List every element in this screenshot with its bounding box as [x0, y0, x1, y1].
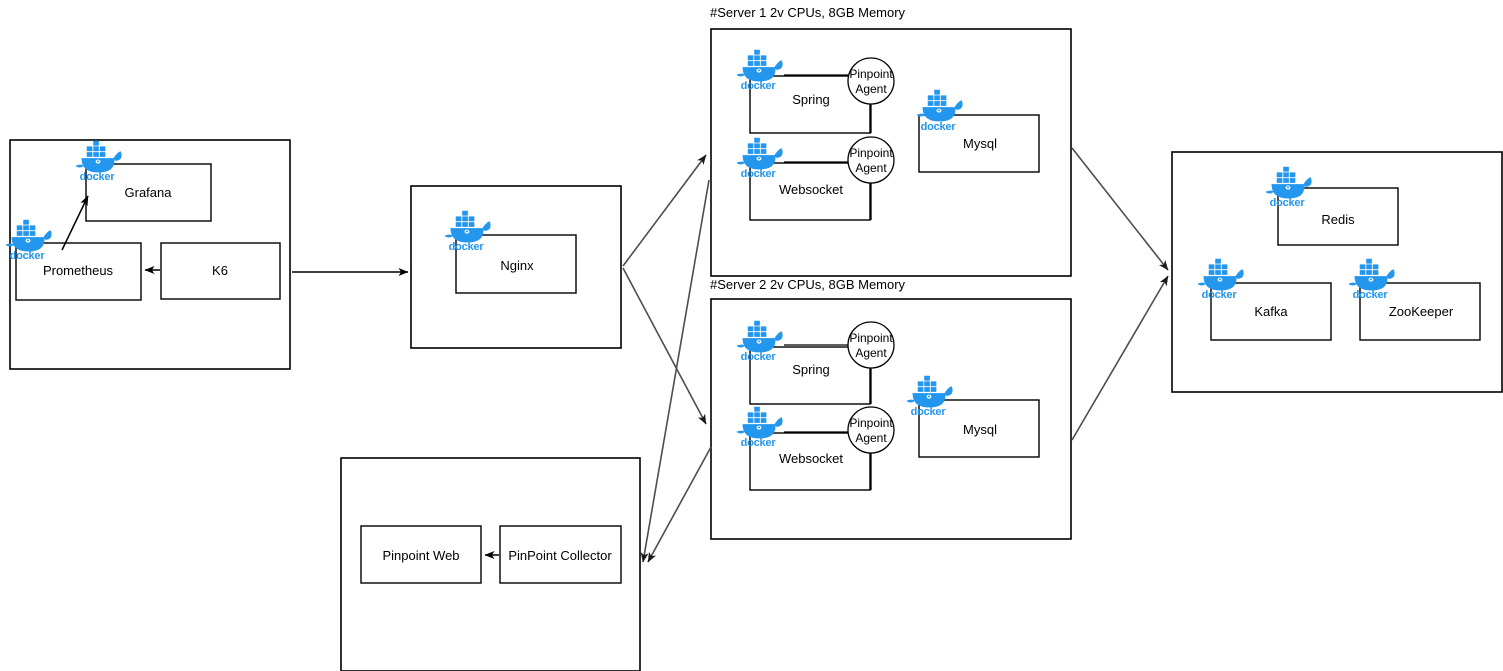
- agent-2a-label-line1: Pinpoint: [849, 331, 893, 345]
- zookeeper-box[interactable]: [1359, 282, 1481, 341]
- docker-icon: docker: [5, 219, 52, 262]
- redis-label: Redis: [1321, 212, 1355, 227]
- kafka-label: Kafka: [1254, 304, 1288, 319]
- node-mysql-1[interactable]: Mysql docker: [916, 89, 1040, 173]
- nginx-label: Nginx: [500, 258, 534, 273]
- pinpoint-web-box[interactable]: [360, 525, 482, 584]
- server1-header: #Server 1 2v CPUs, 8GB Memory: [710, 5, 906, 20]
- k6-box[interactable]: [160, 242, 281, 300]
- node-prometheus[interactable]: Prometheus docker: [5, 219, 142, 301]
- grafana-label: Grafana: [125, 185, 173, 200]
- docker-wordmark: docker: [1353, 289, 1389, 301]
- nginx-box[interactable]: [455, 234, 577, 294]
- agent-1b-circle[interactable]: [847, 136, 895, 184]
- agent-1a-circle[interactable]: [847, 57, 895, 105]
- docker-wordmark: docker: [741, 168, 777, 180]
- docker-wordmark: docker: [741, 351, 777, 363]
- docker-wordmark: docker: [741, 80, 777, 92]
- pinpoint-collector-label: PinPoint Collector: [508, 548, 612, 563]
- docker-wordmark: docker: [921, 121, 957, 133]
- edge-nginx-to-server2: [622, 267, 707, 425]
- agent-1a-label-line2: Agent: [855, 82, 887, 96]
- websocket-1-label: Websocket: [779, 182, 843, 197]
- kafka-box[interactable]: [1210, 282, 1332, 341]
- docker-icon: docker: [736, 137, 783, 180]
- zookeeper-label: ZooKeeper: [1389, 304, 1454, 319]
- agent-2a-label-line2: Agent: [855, 346, 887, 360]
- node-pinpoint-web[interactable]: Pinpoint Web: [360, 525, 482, 584]
- mysql-2-label: Mysql: [963, 422, 997, 437]
- mysql-2-box[interactable]: [918, 399, 1040, 458]
- node-websocket-2[interactable]: Websocket docker: [736, 406, 871, 491]
- docker-icon: docker: [916, 89, 963, 133]
- node-zookeeper[interactable]: ZooKeeper docker: [1348, 258, 1481, 341]
- pinpoint-agent-1a[interactable]: Pinpoint Agent: [847, 57, 895, 105]
- docker-icon: docker: [1265, 166, 1312, 209]
- spring-2-label: Spring: [792, 362, 830, 377]
- spring-1-label: Spring: [792, 92, 830, 107]
- docker-icon: docker: [444, 210, 491, 253]
- pinpoint-web-label: Pinpoint Web: [382, 548, 459, 563]
- prometheus-label: Prometheus: [43, 263, 114, 278]
- node-spring-2[interactable]: Spring docker: [736, 320, 871, 405]
- k6-label: K6: [212, 263, 228, 278]
- websocket-2-box[interactable]: [749, 432, 871, 491]
- server2-header: #Server 2 2v CPUs, 8GB Memory: [710, 277, 906, 292]
- grafana-box[interactable]: [85, 163, 212, 222]
- node-k6[interactable]: K6: [160, 242, 281, 300]
- proxy-group: Nginx docker: [410, 185, 622, 349]
- pinpoint-group: Pinpoint Web PinPoint Collector: [340, 457, 641, 671]
- node-pinpoint-collector[interactable]: PinPoint Collector: [499, 525, 622, 584]
- docker-icon: docker: [1348, 258, 1395, 301]
- prometheus-box[interactable]: [15, 242, 142, 301]
- edge-server2-to-pinpoint: [647, 446, 712, 563]
- node-kafka[interactable]: Kafka docker: [1197, 258, 1332, 341]
- docker-wordmark: docker: [449, 241, 485, 253]
- pinpoint-collector-box[interactable]: [499, 525, 622, 584]
- node-grafana[interactable]: Grafana docker: [75, 140, 212, 222]
- monitoring-group: Grafana docker Prometheus docker K6: [5, 139, 291, 370]
- docker-wordmark: docker: [10, 250, 46, 262]
- websocket-1-box[interactable]: [749, 162, 871, 221]
- docker-wordmark: docker: [911, 406, 947, 418]
- docker-icon: docker: [75, 140, 122, 183]
- agent-2b-label-line2: Agent: [855, 431, 887, 445]
- node-websocket-1[interactable]: Websocket docker: [736, 137, 871, 221]
- datastore-group: Redis docker Kafka docker ZooKeeper dock…: [1171, 151, 1503, 393]
- pinpoint-agent-2a[interactable]: Pinpoint Agent: [847, 321, 895, 369]
- edge-server1-to-pinpoint: [640, 179, 710, 563]
- websocket-2-label: Websocket: [779, 451, 843, 466]
- spring-2-box[interactable]: [749, 346, 871, 405]
- edge-prometheus-to-grafana: [61, 195, 89, 251]
- node-mysql-2[interactable]: Mysql docker: [906, 375, 1040, 458]
- edge-server1-to-datastore: [1071, 147, 1169, 271]
- docker-wordmark: docker: [1270, 197, 1306, 209]
- docker-icon: docker: [736, 49, 783, 92]
- agent-2b-circle[interactable]: [847, 406, 895, 454]
- docker-icon: docker: [736, 320, 783, 363]
- pinpoint-agent-1b[interactable]: Pinpoint Agent: [847, 136, 895, 184]
- agent-2b-label-line1: Pinpoint: [849, 416, 893, 430]
- redis-box[interactable]: [1277, 187, 1399, 246]
- server2-group: #Server 2 2v CPUs, 8GB Memory Spring doc…: [710, 277, 1072, 540]
- edge-nginx-to-server1: [622, 154, 707, 267]
- server1-group: #Server 1 2v CPUs, 8GB Memory Spring doc…: [710, 5, 1072, 277]
- docker-icon: docker: [906, 375, 953, 418]
- node-redis[interactable]: Redis docker: [1265, 166, 1399, 246]
- agent-1b-label-line2: Agent: [855, 161, 887, 175]
- edge-server2-to-datastore: [1071, 275, 1169, 441]
- mysql-1-label: Mysql: [963, 136, 997, 151]
- agent-1a-label-line1: Pinpoint: [849, 67, 893, 81]
- docker-icon: docker: [736, 406, 783, 449]
- docker-wordmark: docker: [741, 437, 777, 449]
- agent-1b-label-line1: Pinpoint: [849, 146, 893, 160]
- mysql-1-box[interactable]: [918, 114, 1040, 173]
- agent-2a-circle[interactable]: [847, 321, 895, 369]
- docker-wordmark: docker: [80, 171, 116, 183]
- docker-wordmark: docker: [1202, 289, 1238, 301]
- node-nginx[interactable]: Nginx docker: [444, 210, 577, 294]
- pinpoint-agent-2b[interactable]: Pinpoint Agent: [847, 406, 895, 454]
- docker-icon: docker: [1197, 258, 1244, 301]
